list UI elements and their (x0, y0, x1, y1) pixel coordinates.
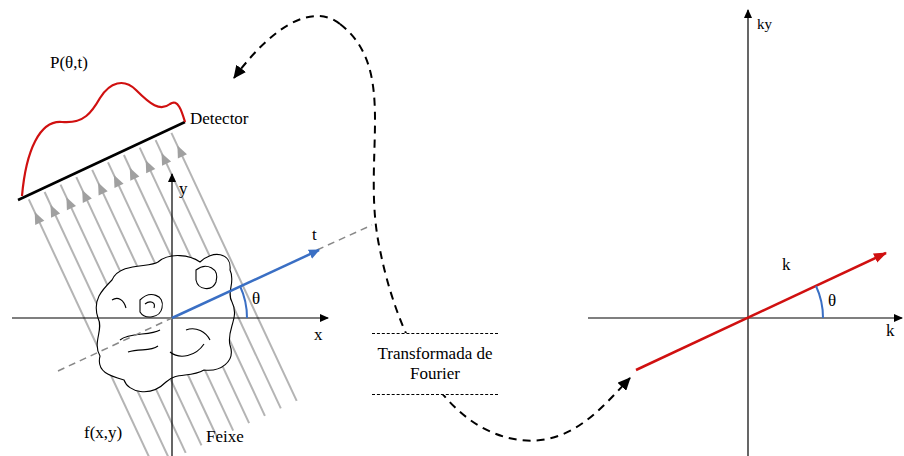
y-axis (171, 174, 172, 456)
beam-arrowhead (82, 190, 92, 203)
projection-label: P(θ,t) (50, 54, 88, 73)
transform-band: Transformada de Fourier (372, 333, 498, 395)
theta-arc (816, 286, 823, 318)
beam-arrowhead (130, 168, 140, 181)
t-axis (172, 250, 319, 318)
beam-arrowhead (51, 205, 61, 218)
axis-label: t (312, 226, 317, 245)
beam-rays (29, 133, 297, 456)
node-text: Transformada de Fourier (372, 344, 498, 385)
fourier-curve (234, 16, 340, 78)
beam-arrowhead (35, 212, 45, 225)
axis-label: x (314, 326, 323, 345)
theta-arc (240, 286, 247, 318)
vector-label: k (782, 256, 791, 275)
object-outline (96, 254, 234, 391)
k-line (636, 253, 886, 370)
detector-label: Detector (190, 110, 249, 129)
angle-label: θ (828, 292, 836, 311)
axis-label: y (179, 180, 188, 199)
beam-arrowhead (66, 197, 76, 210)
t-axis-extension (317, 225, 372, 250)
axis-label: ky (757, 16, 772, 33)
beam-arrowhead (162, 153, 172, 166)
beam-arrowhead (114, 175, 124, 188)
beam-arrowhead (98, 183, 108, 196)
beam-label: Feixe (206, 428, 244, 447)
t-axis-extension (58, 318, 172, 371)
ky-axis (747, 10, 748, 456)
axis-label: k (886, 322, 895, 341)
projection-curve (22, 83, 185, 196)
beam-arrowhead (177, 146, 187, 159)
beam-arrowhead (146, 160, 156, 173)
function-label: f(x,y) (84, 424, 122, 443)
fourier-curve (340, 24, 630, 441)
angle-label: θ (252, 290, 260, 309)
detector-line (18, 122, 185, 200)
